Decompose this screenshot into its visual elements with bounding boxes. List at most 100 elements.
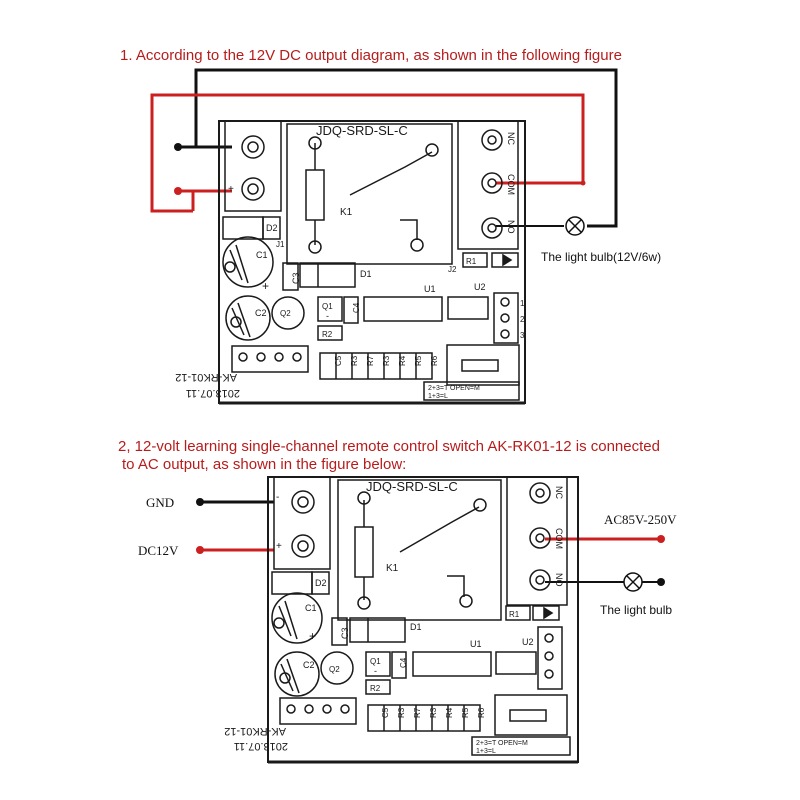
svg-text:COM: COM [554,528,564,549]
svg-text:2013.07.11: 2013.07.11 [186,387,240,399]
bulb-end-dot [657,578,665,586]
svg-text:Q1: Q1 [370,657,381,666]
svg-text:-: - [228,142,231,153]
caption-diagram-1: 1. According to the 12V DC output diagra… [120,47,622,64]
board-2-labels: JDQ-SRD-SL-C K1 - + NC COM NO D2 C1 + C2… [224,479,564,755]
svg-text:NC: NC [554,486,564,499]
svg-text:R4: R4 [398,355,407,366]
svg-text:C3: C3 [291,272,301,284]
svg-text:C5: C5 [334,355,343,366]
capacitor-c2 [225,295,271,341]
svg-text:NO: NO [506,220,516,234]
gnd-wire-dot [196,498,204,506]
relay-k1-2 [337,479,502,621]
terminal-screw-minus [241,135,265,159]
svg-text:Q2: Q2 [329,665,340,674]
svg-text:R2: R2 [370,684,381,693]
caption-diagram-2-line-1: 2, 12-volt learning single-channel remot… [118,438,660,455]
svg-text:C1: C1 [305,603,317,613]
svg-text:C3: C3 [340,627,350,639]
svg-text:Q2: Q2 [280,309,291,318]
svg-text:+: + [262,279,269,293]
light-bulb-icon-2 [623,572,643,592]
svg-text:2: 2 [520,315,525,324]
ac-wire-dot [657,535,665,543]
svg-text:R5: R5 [461,707,470,718]
light-bulb-icon [565,216,585,236]
board-1-labels: JDQ-SRD-SL-C K1 - + NC COM NO D2 J1 C1 +… [175,123,525,400]
bottom-connector [231,345,309,373]
com-wire-dot [580,180,586,186]
diagram-2: GND DC12V AC85V-250V The light bulb [138,476,677,764]
relay-k1 [286,123,453,265]
gnd-label: GND [146,495,174,510]
svg-text:U1: U1 [470,639,482,649]
caption-diagram-2-line-2: to AC output, as shown in the figure bel… [122,456,407,473]
svg-text:J2: J2 [448,265,457,274]
svg-text:Q1: Q1 [322,302,333,311]
svg-text:C4: C4 [352,302,361,313]
svg-text:R6: R6 [477,707,486,718]
input-terminal-block [224,120,282,212]
bulb-label-2: The light bulb [600,603,672,617]
svg-text:R4: R4 [445,707,454,718]
ac-label: AC85V-250V [604,512,677,527]
chip-u2 [447,296,489,320]
relay-board-2 [267,476,579,764]
dc12v-wire-dot [196,546,204,554]
svg-text:R3: R3 [350,355,359,366]
svg-text:C5: C5 [381,707,390,718]
svg-text:-: - [326,311,329,321]
output-terminal-block [457,120,519,250]
svg-text:R3: R3 [429,707,438,718]
svg-text:NC: NC [506,132,516,145]
diagram-1-wiring [150,68,618,228]
learn-button [446,344,520,386]
svg-text:R5: R5 [414,355,423,366]
svg-text:+: + [276,541,282,552]
svg-text:NO: NO [554,573,564,587]
svg-text:2+3=T OPEN=M: 2+3=T OPEN=M [428,385,480,392]
svg-text:R3: R3 [397,707,406,718]
svg-text:JDQ-SRD-SL-C: JDQ-SRD-SL-C [366,479,458,494]
minus-wire-dot [174,143,182,151]
resistor-row [319,352,433,380]
terminal-screw-plus [241,177,265,201]
svg-text:AK-RK01-12: AK-RK01-12 [175,371,237,383]
svg-text:C2: C2 [303,660,315,670]
plus-wire-dot [174,187,182,195]
svg-text:R1: R1 [509,610,520,619]
svg-text:C1: C1 [256,250,268,260]
relay-board-1 [218,120,526,405]
svg-text:U2: U2 [474,282,486,292]
svg-text:D2: D2 [315,578,327,588]
dc12v-label: DC12V [138,543,179,558]
svg-text:U2: U2 [522,637,534,647]
svg-text:D1: D1 [410,622,422,632]
svg-text:-: - [276,492,279,503]
svg-text:D1: D1 [360,269,372,279]
svg-text:R7: R7 [366,355,375,366]
svg-text:R2: R2 [322,330,333,339]
svg-text:JDQ-SRD-SL-C: JDQ-SRD-SL-C [316,123,408,138]
transistor-q2 [271,296,305,330]
svg-text:AK-RK01-12: AK-RK01-12 [224,725,286,737]
svg-text:C4: C4 [399,657,408,668]
chip-u1 [363,296,443,322]
svg-text:R6: R6 [430,355,439,366]
diagram-1: The light bulb(12V/6w) [150,68,661,405]
diagram-2-wiring [200,500,661,583]
svg-text:+: + [309,629,316,643]
svg-text:2+3=T OPEN=M: 2+3=T OPEN=M [476,740,528,747]
diode-d1 [299,262,356,288]
capacitor-c1 [222,236,274,288]
svg-text:COM: COM [506,174,516,195]
svg-text:R3: R3 [382,355,391,366]
pin-header [493,292,519,344]
bulb-label-1: The light bulb(12V/6w) [541,250,661,264]
red-loop-wire [150,93,585,213]
svg-text:3: 3 [520,331,525,340]
svg-text:K1: K1 [340,207,353,218]
svg-text:R7: R7 [413,707,422,718]
